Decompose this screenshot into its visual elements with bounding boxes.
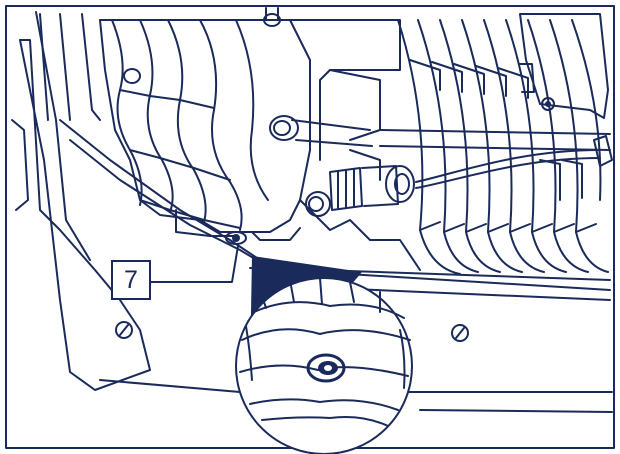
base-housing [19, 39, 151, 391]
gearbox-rib [111, 19, 143, 206]
gearbox-ledge [119, 89, 215, 109]
base-housing-edge [11, 119, 29, 211]
rod [379, 145, 611, 151]
gearbox-ledge [139, 199, 241, 229]
channel-wall [59, 13, 71, 121]
bolt [225, 231, 247, 245]
gearbox-step [175, 209, 237, 237]
mounting-hole [115, 321, 133, 339]
clip [593, 135, 613, 167]
bolt [269, 115, 299, 141]
base-frame-edge [69, 139, 271, 269]
screw [541, 97, 555, 111]
detail-magnifier [235, 277, 413, 454]
motor-housing [329, 69, 381, 141]
bolt [123, 68, 141, 84]
gearbox-ledge [129, 149, 231, 181]
bolt [305, 191, 331, 217]
bolt [263, 7, 281, 27]
motor-housing [299, 199, 421, 271]
rod [379, 129, 611, 135]
callout-leader [149, 245, 239, 283]
gearbox-rib [139, 19, 174, 213]
motor-housing [349, 149, 381, 181]
channel-wall [39, 13, 49, 121]
rod [295, 139, 373, 147]
cover-plate [519, 13, 609, 119]
gearbox-body [99, 19, 311, 233]
gearbox-rib [235, 19, 269, 201]
base-rail [419, 409, 613, 413]
gearbox-rib [199, 19, 243, 231]
base-housing-edge [35, 11, 91, 261]
gearbox-rib [167, 19, 207, 223]
motor-housing [289, 19, 401, 161]
gearbox-step [251, 227, 301, 241]
rod [291, 119, 371, 131]
cooling-fins [397, 19, 609, 275]
mounting-hole [451, 324, 469, 342]
bracket [519, 63, 535, 93]
callout-number-7: 7 [111, 260, 151, 300]
cable-connector [329, 149, 601, 211]
channel-wall [81, 13, 101, 121]
base-rail [99, 379, 241, 393]
